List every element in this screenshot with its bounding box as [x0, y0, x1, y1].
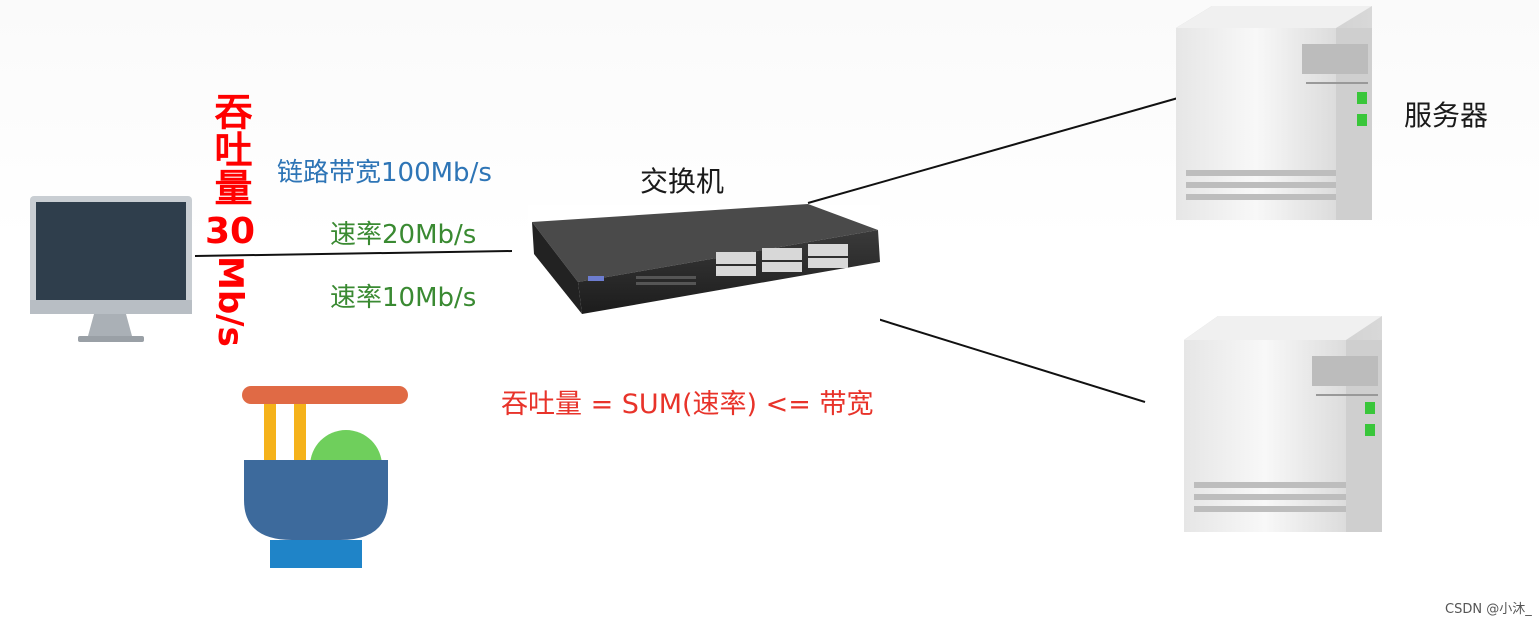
switch-label: 交换机	[640, 165, 725, 198]
link-bandwidth-label: 链路带宽100Mb/s	[277, 158, 492, 188]
noodle-bowl-icon	[242, 386, 408, 568]
switch-icon	[528, 204, 880, 330]
link-switch-server-top	[807, 97, 1179, 204]
rate-label-2: 速率10Mb/s	[330, 283, 477, 313]
server-label: 服务器	[1404, 99, 1489, 132]
throughput-vertical-label: 吞吐量 30 Mb/s	[203, 92, 257, 347]
monitor-icon	[30, 196, 192, 342]
throughput-cjk: 吞吐量	[208, 92, 252, 206]
throughput-formula: 吞吐量 = SUM(速率) <= 带宽	[501, 389, 874, 420]
server-icon	[1176, 6, 1372, 220]
throughput-unit: Mb/s	[210, 256, 250, 347]
link-pc-switch	[194, 250, 513, 257]
rate-label-1: 速率20Mb/s	[330, 220, 477, 250]
server-icon	[1184, 316, 1382, 532]
watermark: CSDN @小沐_	[1445, 602, 1532, 617]
throughput-value: 30	[204, 211, 256, 252]
